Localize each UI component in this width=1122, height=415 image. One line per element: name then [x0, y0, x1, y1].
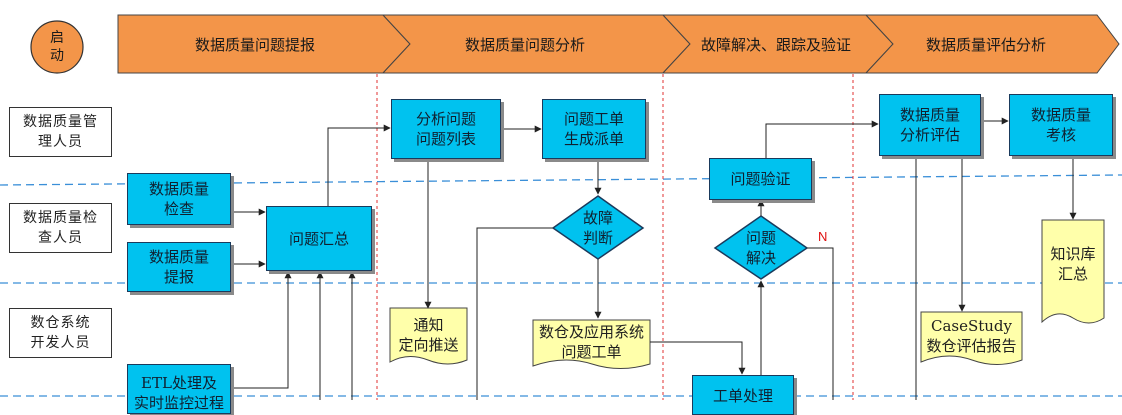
process-issue-summary: 问题汇总 [266, 206, 372, 271]
start-circle [30, 20, 84, 74]
phase-label-resolve-track-verify: 故障解决、跟踪及验证 [700, 35, 851, 54]
process-quality-appraisal: 数据质量 考核 [1009, 94, 1113, 156]
edge-fault-left [476, 227, 553, 400]
decision-resolved-shape [713, 215, 809, 280]
doc-casestudy-shape [920, 311, 1023, 365]
doc-knowledge-base: 知识库 汇总 [1050, 245, 1096, 283]
process-work-order-dispatch: 问题工单 生成派单 [542, 99, 646, 159]
decision-issue-resolved: 问题 解决 [745, 229, 776, 267]
doc-dw-ticket-shape [532, 319, 651, 369]
edge-summary-to-analysis [327, 124, 391, 206]
doc-dw-issue-ticket: 数仓及应用系统 问题工单 [538, 323, 644, 361]
process-dq-check: 数据质量 检查 [127, 173, 231, 225]
role-dq-inspector: 数据质量检 查人员 [9, 203, 112, 253]
edge-etl-to-summary [232, 271, 292, 389]
edge-resolved-no [807, 247, 834, 400]
role-dq-manager: 数据质量管 理人员 [9, 107, 112, 157]
decision-no-label: N [818, 229, 828, 244]
process-analyze-issue-list: 分析问题 问题列表 [391, 99, 501, 159]
doc-casestudy-report: CaseStudy 数仓评估报告 [926, 317, 1017, 355]
phase-label-issue-analysis: 数据质量问题分析 [464, 35, 585, 54]
doc-notify-shape [389, 307, 468, 365]
process-dq-report: 数据质量 提报 [127, 242, 231, 292]
process-etl-monitoring: ETL处理及 实时监控过程 [127, 364, 231, 414]
start-label: 启 动 [50, 30, 64, 64]
phase-label-quality-assessment: 数据质量评估分析 [925, 35, 1046, 54]
process-issue-verify: 问题验证 [709, 158, 812, 200]
phase-chevron-4 [864, 14, 1120, 74]
phase-label-issue-report: 数据质量问题提报 [194, 35, 315, 54]
edge-verify-to-assess [765, 120, 879, 158]
doc-kb-shape [1041, 219, 1105, 324]
flowchart: 启 动 数据质量问题提报 数据质量问题分析 故障解决、跟踪及验证 数据质量评估分… [0, 14, 1122, 415]
doc-notify-push: 通知 定向推送 [398, 316, 459, 354]
process-quality-assessment: 数据质量 分析评估 [879, 94, 981, 156]
decision-fault-judgement: 故障 判断 [582, 209, 613, 247]
edge-dwticket-to-ticketprocess [650, 341, 746, 375]
process-ticket-handling: 工单处理 [692, 375, 794, 415]
role-dw-developer: 数仓系统 开发人员 [9, 308, 112, 358]
